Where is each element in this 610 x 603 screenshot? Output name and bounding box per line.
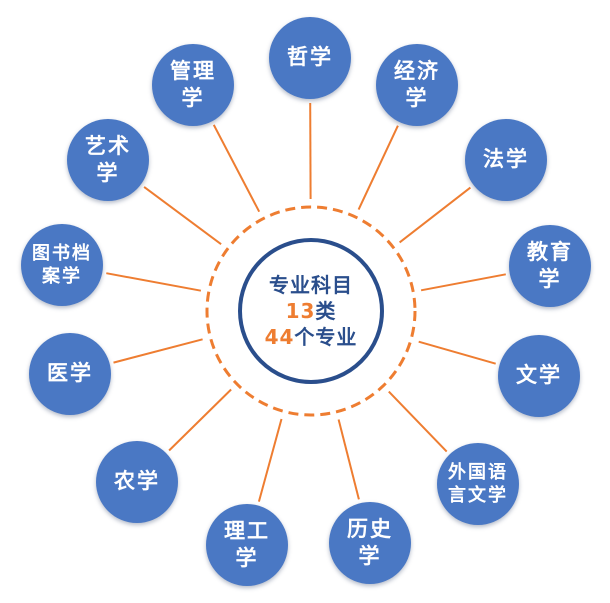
connector-line	[337, 419, 360, 500]
center-title: 专业科目	[269, 273, 353, 297]
node-history[interactable]: 历史学	[329, 502, 411, 584]
category-count-number: 13	[285, 299, 316, 323]
node-economics[interactable]: 经济学	[376, 44, 458, 126]
connector-line	[113, 338, 203, 364]
connector-line	[398, 186, 472, 244]
connector-line	[106, 272, 202, 292]
connector-line	[212, 124, 261, 213]
node-library-archives[interactable]: 图书档 案学	[21, 224, 103, 306]
node-management[interactable]: 管理学	[152, 44, 234, 126]
major-count-number: 44	[264, 325, 295, 349]
major-count-unit: 个专业	[294, 325, 358, 349]
center-major-count: 44个专业	[265, 324, 358, 350]
node-literature[interactable]: 文学	[498, 335, 580, 417]
connector-line	[357, 125, 399, 211]
node-philosophy[interactable]: 哲学	[269, 17, 351, 99]
connector-line	[143, 186, 222, 246]
node-foreign-languages[interactable]: 外国语 言文学	[437, 443, 519, 525]
node-education[interactable]: 教育学	[509, 225, 591, 307]
center-category-count: 13类	[286, 298, 337, 324]
center-hub: 专业科目 13类 44个专业	[238, 238, 384, 384]
category-count-unit: 类	[315, 299, 337, 323]
node-arts[interactable]: 艺术学	[67, 119, 149, 201]
dashed-ring	[205, 205, 417, 417]
connector-line	[168, 388, 232, 452]
connector-line	[388, 390, 448, 453]
node-agriculture[interactable]: 农学	[96, 441, 178, 523]
node-law[interactable]: 法学	[465, 119, 547, 201]
connector-line	[420, 273, 506, 292]
connector-line	[257, 418, 283, 502]
node-science-engineering[interactable]: 理工学	[206, 504, 288, 586]
connector-line	[418, 340, 496, 365]
node-medicine[interactable]: 医学	[29, 333, 111, 415]
